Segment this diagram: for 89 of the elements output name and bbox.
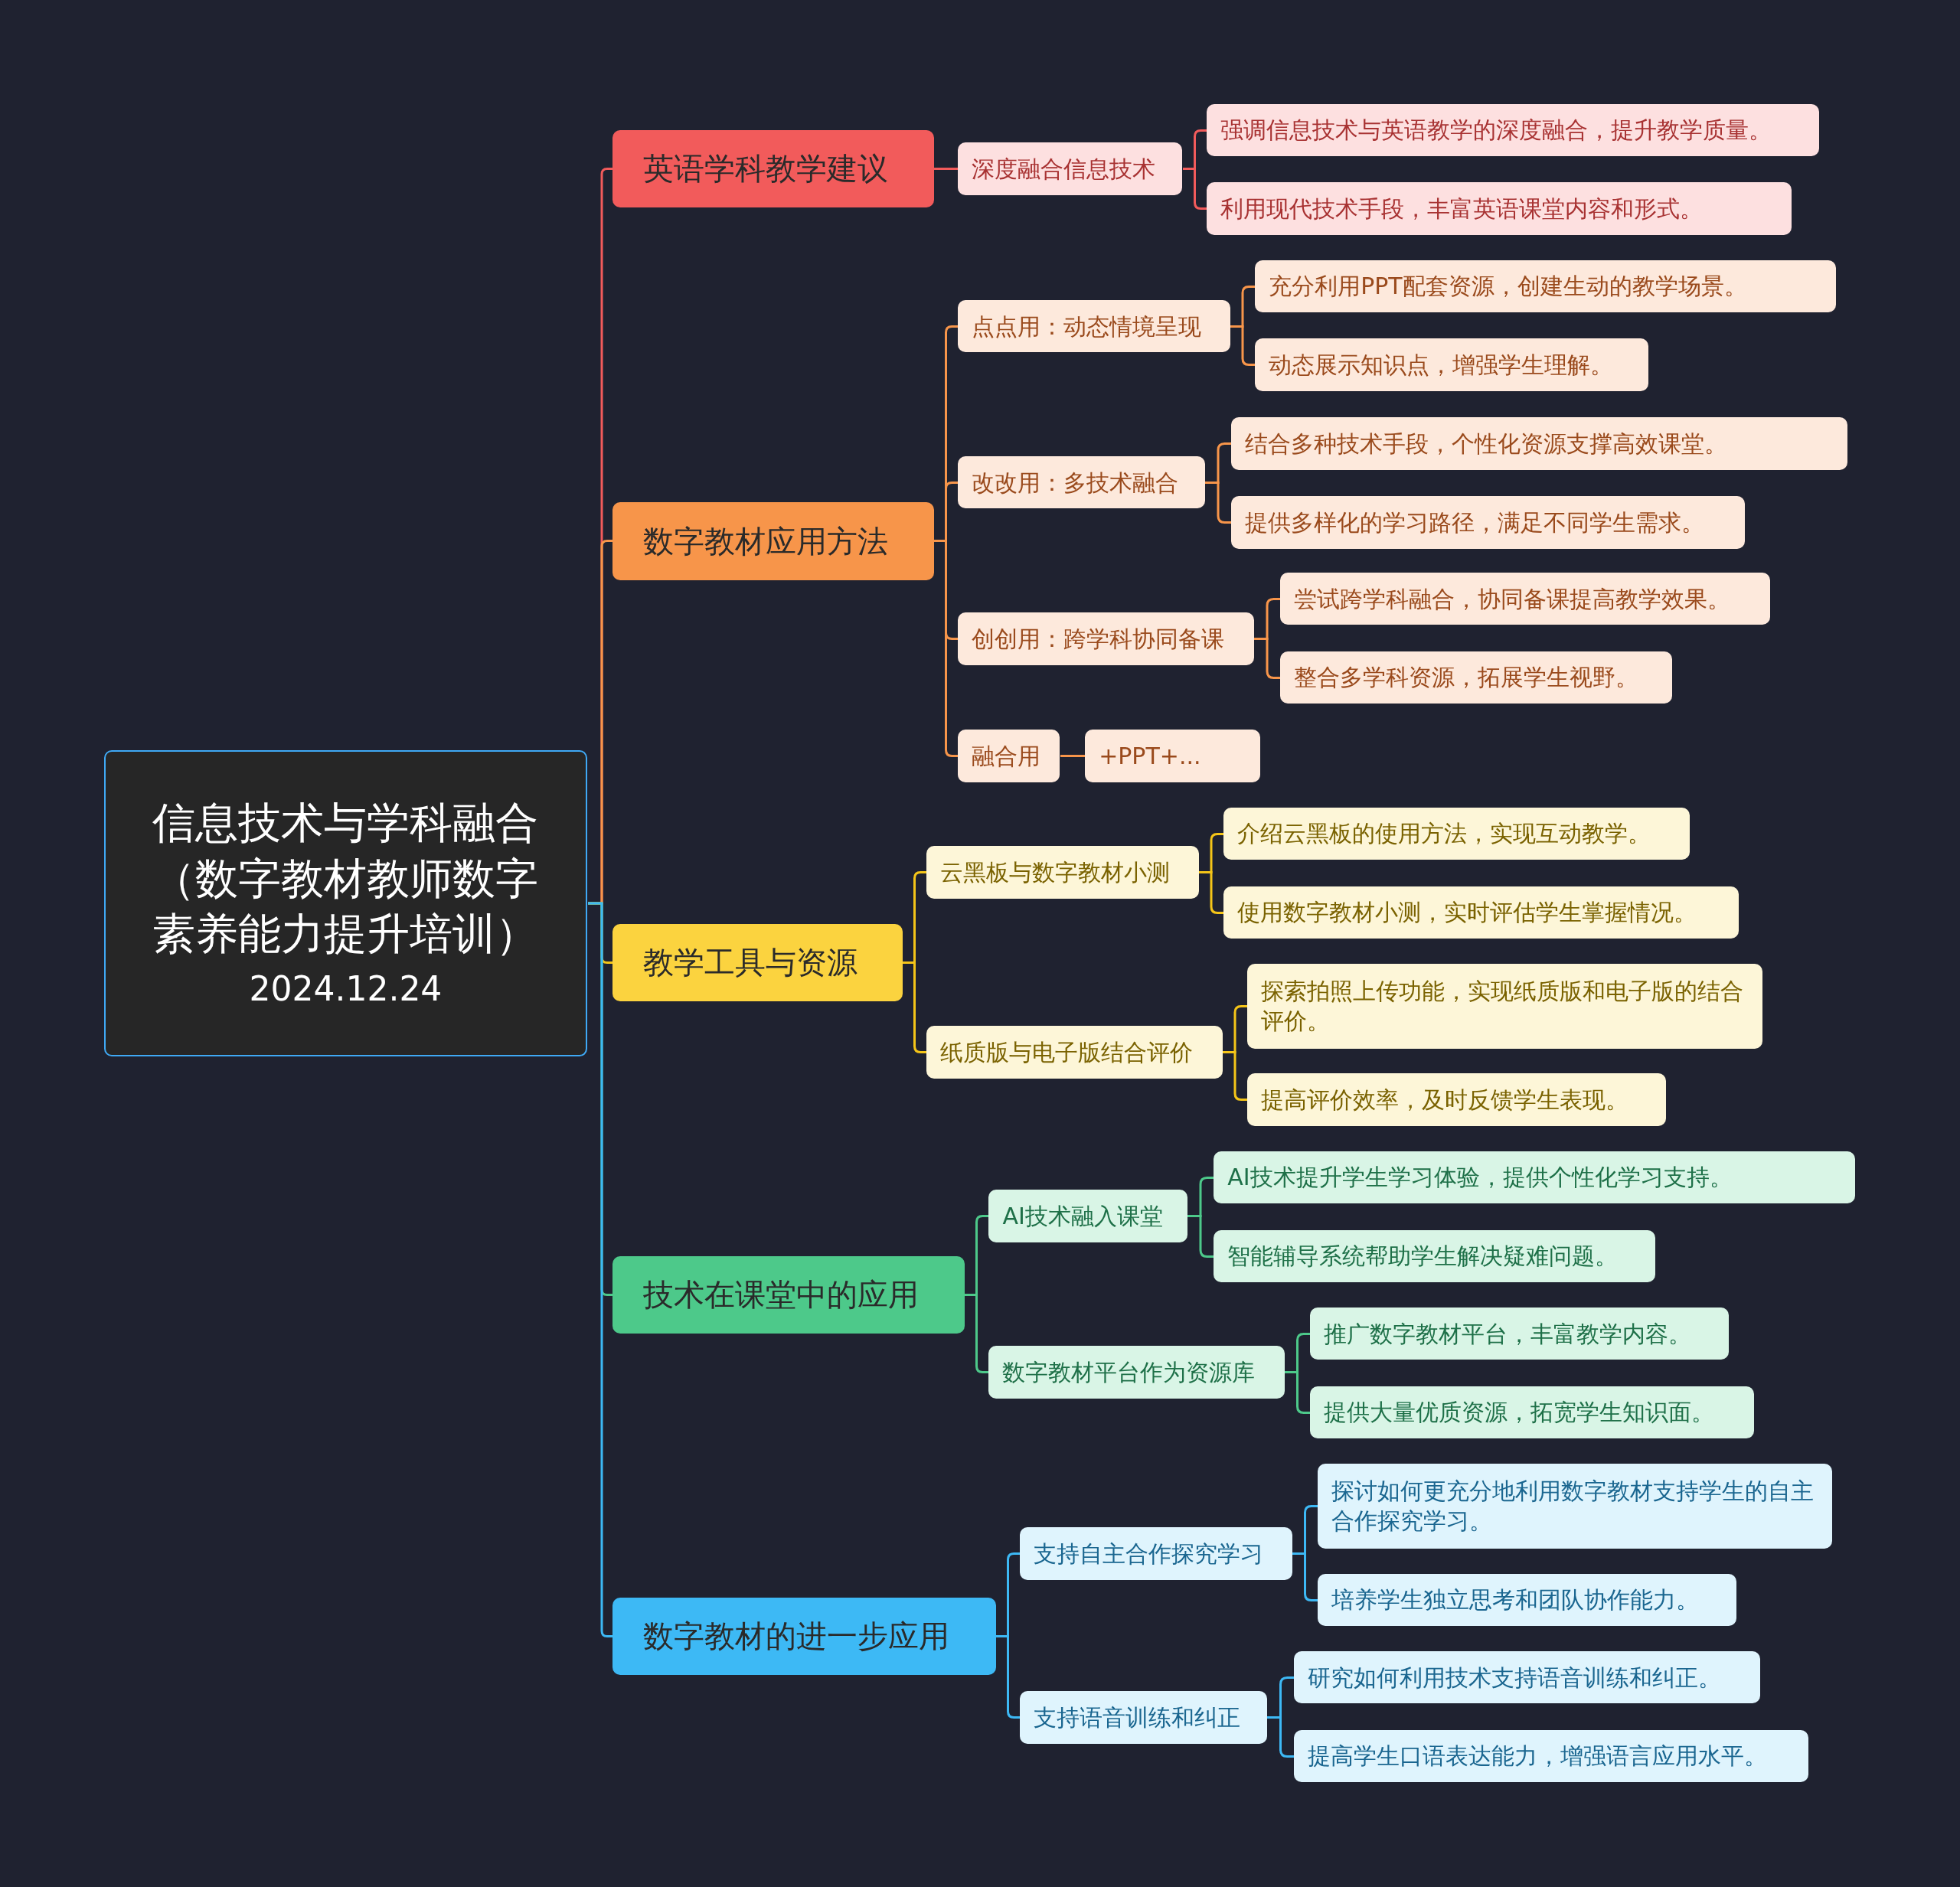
node-text: 尝试跨学科融合，协同备课提高教学效果。 <box>1293 584 1731 614</box>
detail-box <box>1310 1386 1754 1439</box>
detail-box <box>1279 572 1770 625</box>
connector-line <box>588 902 613 1637</box>
connector-line <box>903 961 926 1053</box>
node-text: 充分利用PPT配套资源，创建生动的教学场景。 <box>1269 272 1748 302</box>
connector-line <box>965 1294 988 1373</box>
subtopic-box <box>1020 1690 1268 1744</box>
subtopic-box <box>957 612 1254 665</box>
node-text: 使用数字教材小测，实时评估学生掌握情况。 <box>1237 898 1698 928</box>
node-text: 提供大量优质资源，拓宽学生知识面。 <box>1324 1398 1715 1428</box>
node-text: 研究如何利用技术支持语音训练和纠正。 <box>1307 1663 1722 1693</box>
node-text: 介绍云黑板的使用方法，实现互动教学。 <box>1237 819 1652 849</box>
topic-box <box>612 1597 997 1675</box>
subtopic-box <box>957 142 1183 195</box>
connector-line <box>1060 755 1085 757</box>
node-text: 利用现代技术手段，丰富英语课堂内容和形式。 <box>1220 194 1704 224</box>
detail-box <box>1206 182 1792 235</box>
subtopic-box <box>926 1026 1223 1079</box>
node-text: 点点用：动态情境呈现 <box>971 312 1202 341</box>
detail-box <box>1279 651 1673 704</box>
connector-line <box>934 168 958 170</box>
subtopic-box <box>957 299 1230 353</box>
detail-box <box>1247 963 1762 1049</box>
node-text: 改改用：多技术融合 <box>971 468 1179 498</box>
detail-box <box>1310 1307 1729 1360</box>
root-box <box>103 749 588 1056</box>
detail-box <box>1085 730 1260 783</box>
node-text: 智能辅导系统帮助学生解决疑难问题。 <box>1227 1242 1619 1272</box>
detail-box <box>1255 260 1837 313</box>
node-text: 结合多种技术手段，个性化资源支撑高效课堂。 <box>1245 429 1729 459</box>
node-text: 创创用：跨学科协同备课 <box>971 624 1225 654</box>
connector-line <box>1199 871 1223 914</box>
node-text: 整合多学科资源，拓展学生视野。 <box>1293 663 1639 693</box>
detail-box <box>1231 417 1848 470</box>
node-text: 探讨如何更充分地利用数字教材支持学生的自主合作探究学习。 <box>1331 1477 1815 1536</box>
connector-line <box>1223 1051 1247 1101</box>
node-text: +PPT+... <box>1099 742 1202 772</box>
node-text: 动态展示知识点，增强学生理解。 <box>1269 351 1615 380</box>
title-text: 信息技术与学科融合（数字教材教师数字素养能力提升培训） <box>152 796 540 961</box>
node-text: 数字教材平台作为资源库 <box>1002 1358 1256 1388</box>
detail-box <box>1206 103 1819 157</box>
node-text: 教学工具与资源 <box>643 944 858 982</box>
node-text: 数字教材的进一步应用 <box>643 1618 950 1656</box>
topic-box <box>612 502 934 580</box>
node-text: 提高学生口语表达能力，增强语言应用水平。 <box>1307 1742 1768 1771</box>
topic-box <box>612 129 934 207</box>
detail-box <box>1214 1151 1855 1204</box>
detail-box <box>1255 338 1649 391</box>
connector-line <box>1254 638 1280 679</box>
node-text: 深度融合信息技术 <box>971 154 1156 184</box>
node-text: 英语学科教学建议 <box>643 150 889 188</box>
detail-box <box>1293 1729 1809 1783</box>
connector-line <box>996 1635 1020 1719</box>
connector-line <box>1183 168 1207 210</box>
node-text: 云黑板与数字教材小测 <box>939 858 1171 888</box>
subtopic-box <box>1020 1527 1293 1580</box>
detail-box <box>1223 886 1739 939</box>
detail-box <box>1317 1463 1833 1549</box>
subtopic-box <box>957 455 1205 509</box>
node-text: 技术在课堂中的应用 <box>643 1276 920 1314</box>
node-text: 推广数字教材平台，丰富教学内容。 <box>1324 1319 1692 1349</box>
node-text: AI技术提升学生学习体验，提供个性化学习支持。 <box>1227 1163 1733 1193</box>
node-text: AI技术融入课堂 <box>1002 1202 1164 1232</box>
detail-box <box>1214 1229 1655 1283</box>
node-text: 提供多样化的学习路径，满足不同学生需求。 <box>1245 508 1706 537</box>
detail-box <box>1223 807 1690 860</box>
node-text: 提高评价效率，及时反馈学生表现。 <box>1261 1086 1630 1115</box>
topic-box <box>612 923 903 1001</box>
node-text: 纸质版与电子版结合评价 <box>939 1038 1194 1068</box>
node-text: 培养学生独立思考和团队协作能力。 <box>1331 1585 1700 1615</box>
detail-box <box>1293 1650 1760 1704</box>
detail-box <box>1231 496 1746 549</box>
connector-line <box>1267 1716 1294 1758</box>
connector-line <box>1230 325 1255 366</box>
node-text: 支持语音训练和纠正 <box>1034 1703 1242 1732</box>
node-text: 数字教材应用方法 <box>643 522 889 560</box>
subtopic-box <box>957 730 1060 783</box>
subtopic-box <box>926 846 1199 899</box>
detail-box <box>1247 1073 1667 1126</box>
node-text: 融合用 <box>971 742 1041 772</box>
subtopic-box <box>988 1190 1187 1242</box>
subtopic-box <box>988 1346 1285 1399</box>
topic-box <box>612 1255 965 1334</box>
node-text: 探索拍照上传功能，实现纸质版和电子版的结合评价。 <box>1261 977 1745 1037</box>
date-text: 2024.12.24 <box>248 968 443 1010</box>
node-text: 强调信息技术与英语教学的深度融合，提升教学质量。 <box>1220 116 1772 145</box>
node-text: 支持自主合作探究学习 <box>1034 1539 1265 1569</box>
detail-box <box>1317 1573 1736 1627</box>
